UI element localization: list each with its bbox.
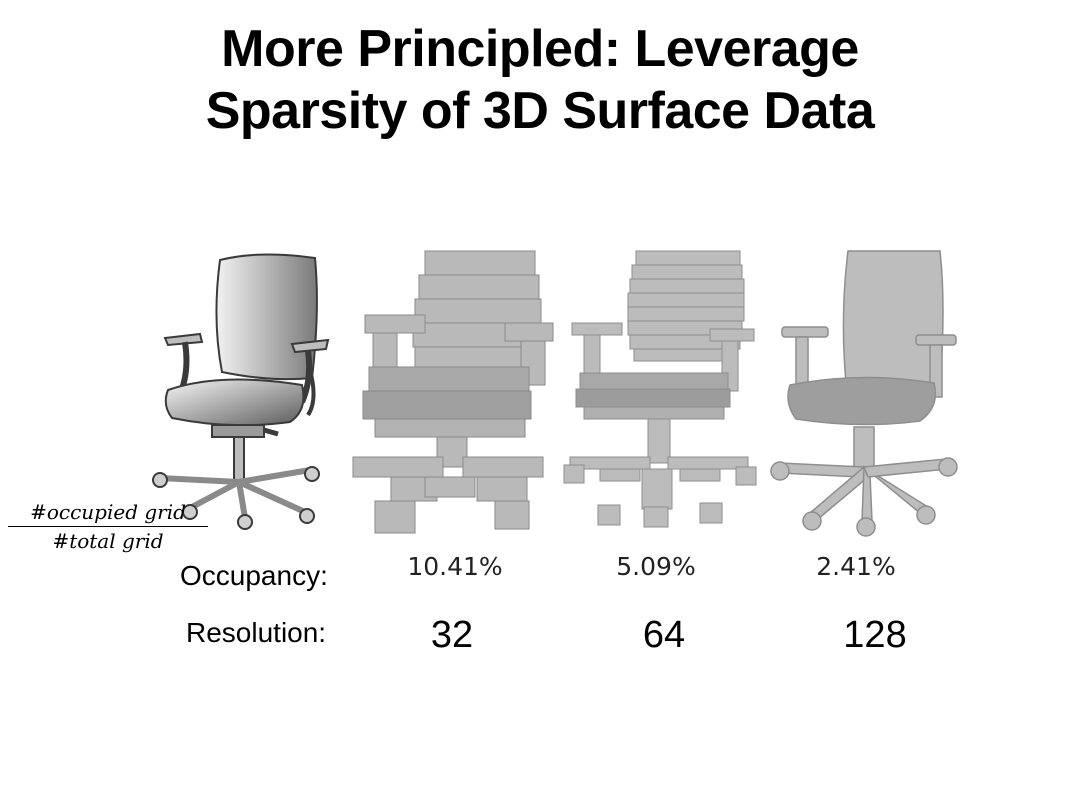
- occupancy-value-128: 2.41%: [816, 552, 896, 581]
- chair-mesh-image: [150, 250, 330, 535]
- occupancy-label: Occupancy:: [180, 560, 328, 591]
- resolution-value-32: 32: [430, 614, 474, 656]
- slide-title: More Principled: Leverage Sparsity of 3D…: [0, 18, 1080, 142]
- resolution-value-128: 128: [843, 614, 907, 656]
- formula-numerator: #occupied grid: [8, 500, 208, 527]
- occupancy-value-64: 5.09%: [616, 552, 696, 581]
- resolution-label: Resolution:: [186, 617, 327, 648]
- occupancy-formula: #occupied grid #total grid: [8, 500, 208, 553]
- slide-title-line-1: More Principled: Leverage: [221, 20, 859, 78]
- slide-title-line-2: Sparsity of 3D Surface Data: [205, 82, 875, 140]
- chair-voxel-32-image: [345, 245, 555, 545]
- occupancy-value-32: 10.41%: [407, 552, 503, 581]
- chair-voxel-128-image: [770, 245, 965, 540]
- resolution-value-64: 64: [642, 614, 686, 656]
- chair-voxel-64-image: [560, 245, 760, 540]
- formula-denominator: #total grid: [52, 529, 164, 553]
